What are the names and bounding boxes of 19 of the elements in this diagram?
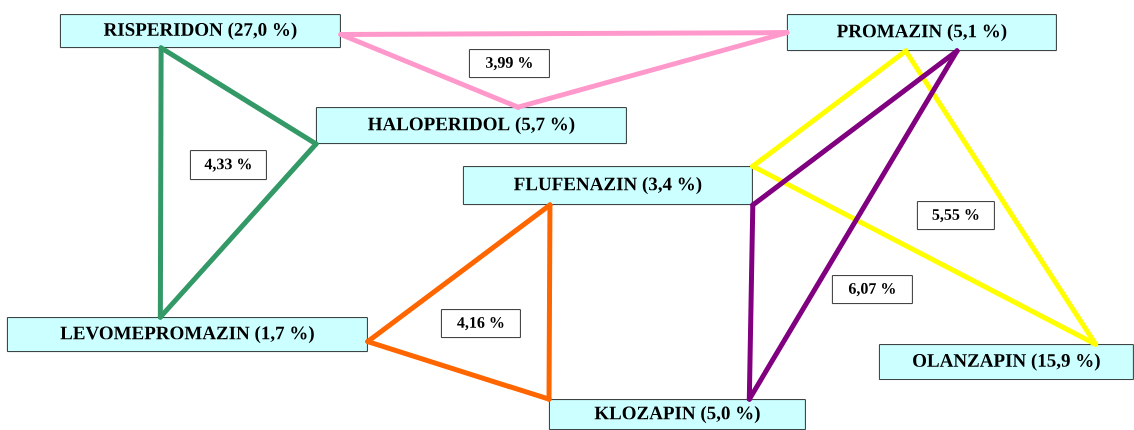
- connector-line: [365, 339, 552, 402]
- drug-box: LEVOMEPROMAZIN (1,7 %): [7, 317, 368, 352]
- percentage-box: 5,55 %: [917, 201, 995, 230]
- drug-box: KLOZAPIN (5,0 %): [549, 399, 806, 430]
- percentage-box: 6,07 %: [832, 275, 913, 304]
- percentage-box: 4,33 %: [190, 150, 267, 180]
- drug-box: FLUFENAZIN (3,4 %): [463, 166, 753, 205]
- drug-box: RISPERIDON (27,0 %): [60, 14, 341, 48]
- drug-box: OLANZAPIN (15,9 %): [879, 344, 1134, 380]
- connector-line: [338, 31, 521, 110]
- connector-line: [750, 163, 1099, 347]
- percentage-box: 4,16 %: [441, 309, 521, 338]
- connector-line: [157, 141, 319, 320]
- drug-box: HALOPERIDOL (5,7 %): [316, 107, 627, 144]
- connector-line: [746, 48, 960, 402]
- percentage-box: 3,99 %: [469, 49, 550, 78]
- connector-line: [903, 48, 1099, 347]
- connector-line: [515, 30, 790, 110]
- drug-box: PROMAZIN (5,1 %): [787, 14, 1057, 51]
